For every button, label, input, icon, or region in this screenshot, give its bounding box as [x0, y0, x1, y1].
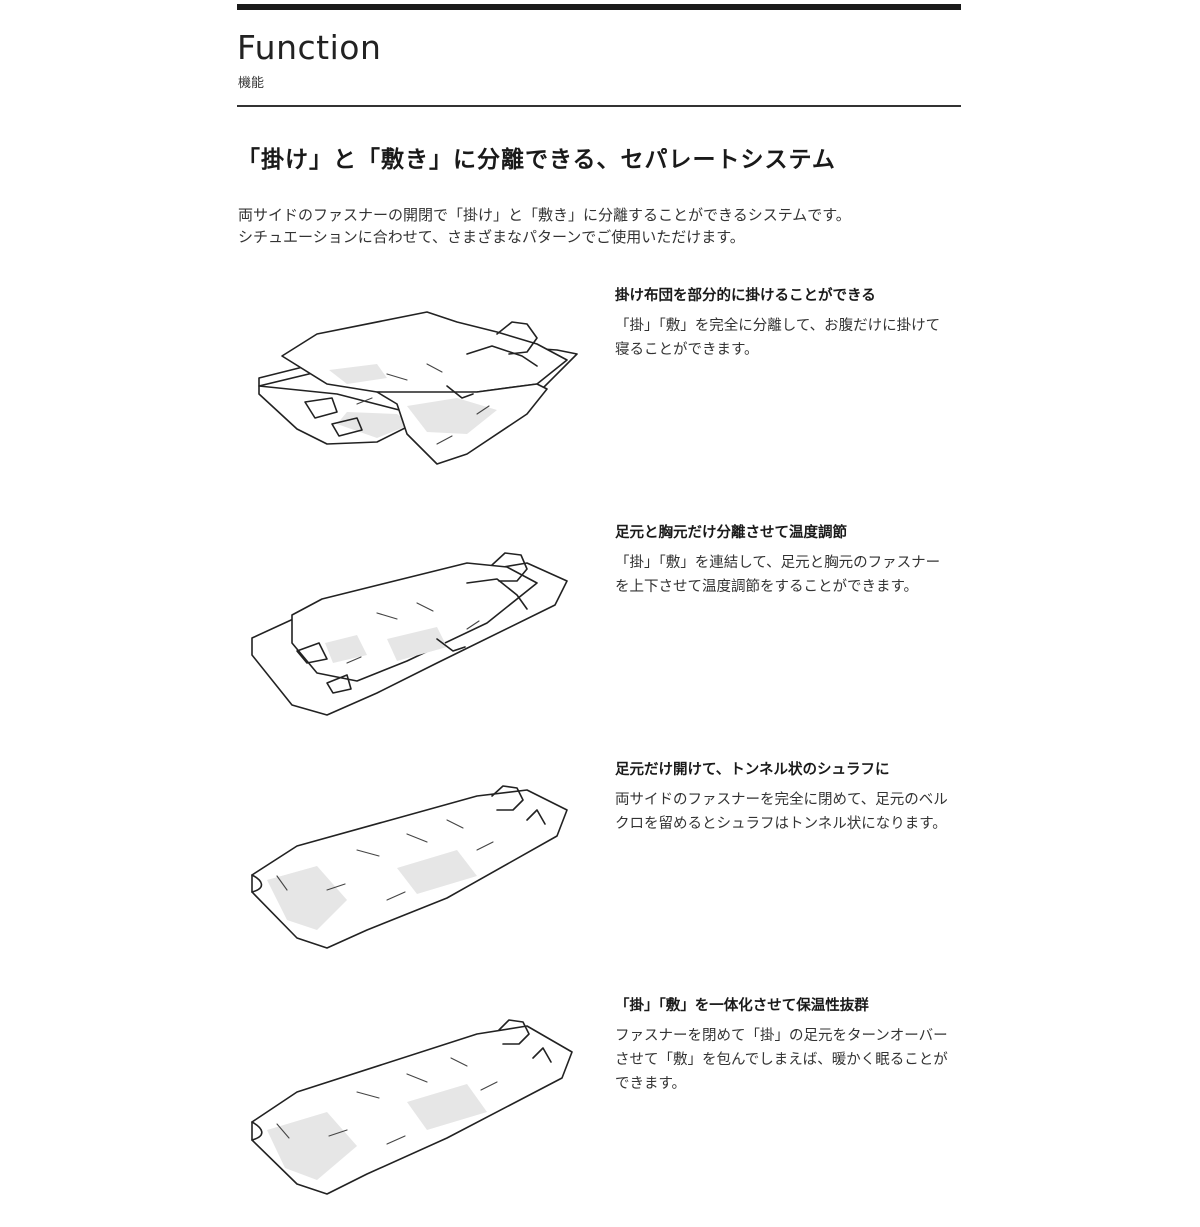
- feature-item-body-line: 「掛」「敷」を完全に分離して、お腹だけに掛けて: [615, 318, 941, 334]
- feature-item-body: 「掛」「敷」を連結して、足元と胸元のファスナー を上下させて温度調節をすることが…: [615, 551, 961, 599]
- feature-heading: 「掛け」と「敷き」に分離できる、セパレートシステム: [237, 147, 836, 173]
- intro-line: 両サイドのファスナーの開閉で「掛け」と「敷き」に分離することができるシステムです…: [238, 206, 851, 224]
- feature-item-body-line: ファスナーを閉めて「掛」の足元をターンオーバー: [615, 1028, 948, 1044]
- function-section: Function 機能 「掛け」と「敷き」に分離できる、セパレートシステム 両サ…: [237, 0, 961, 1200]
- feature-item-body-line: させて「敷」を包んでしまえば、暖かく眠ることが: [615, 1052, 948, 1068]
- feature-item-body-line: 寝ることができます。: [615, 342, 759, 358]
- top-divider: [237, 4, 961, 10]
- feature-item-title: 足元だけ開けて、トンネル状のシュラフに: [615, 762, 890, 778]
- sleeping-bag-tunnel-illustration: [237, 780, 587, 995]
- feature-item-title: 「掛」「敷」を一体化させて保温性抜群: [615, 998, 869, 1014]
- header-divider: [237, 105, 961, 107]
- intro-line: シチュエーションに合わせて、さまざまなパターンでご使用いただけます。: [238, 228, 745, 246]
- feature-item-body-line: できます。: [615, 1076, 687, 1092]
- section-title: Function: [237, 28, 382, 67]
- feature-item-title: 掛け布団を部分的に掛けることができる: [615, 288, 876, 304]
- feature-item-body-line: を上下させて温度調節をすることができます。: [615, 579, 919, 595]
- sleeping-bag-partially-open-illustration: [237, 543, 587, 758]
- sleeping-bag-closed-illustration: [237, 1012, 587, 1227]
- feature-item-body: 両サイドのファスナーを完全に閉めて、足元のベル クロを留めるとシュラフはトンネル…: [615, 788, 961, 836]
- sleeping-bag-separated-illustration: [237, 294, 587, 509]
- feature-item-body-line: 「掛」「敷」を連結して、足元と胸元のファスナー: [615, 555, 941, 571]
- feature-item-body: 「掛」「敷」を完全に分離して、お腹だけに掛けて 寝ることができます。: [615, 314, 961, 362]
- intro-text: 両サイドのファスナーの開閉で「掛け」と「敷き」に分離することができるシステムです…: [238, 204, 851, 248]
- section-subtitle: 機能: [238, 76, 265, 91]
- feature-item-body-line: 両サイドのファスナーを完全に閉めて、足元のベル: [615, 792, 948, 808]
- feature-item-title: 足元と胸元だけ分離させて温度調節: [615, 525, 847, 541]
- feature-item-body-line: クロを留めるとシュラフはトンネル状になります。: [615, 816, 947, 832]
- feature-item-body: ファスナーを閉めて「掛」の足元をターンオーバー させて「敷」を包んでしまえば、暖…: [615, 1024, 961, 1096]
